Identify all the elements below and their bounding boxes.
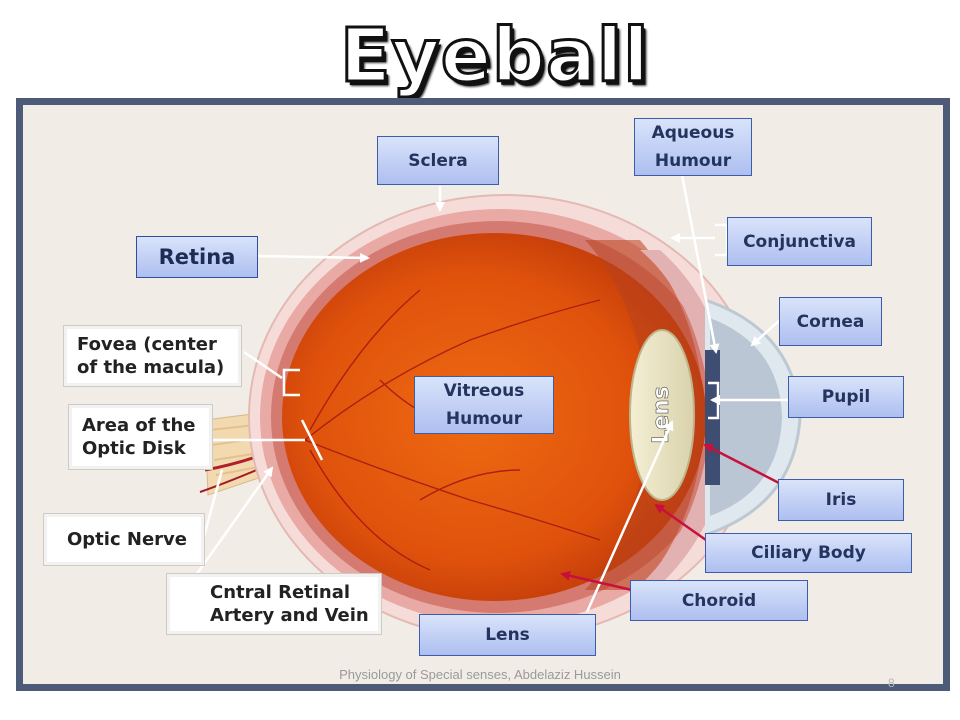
label-optic-disk: Area of the Optic Disk <box>68 404 213 470</box>
label-central-artery: Cntral Retinal Artery and Vein <box>166 573 382 635</box>
label-pupil: Pupil <box>788 376 904 418</box>
label-fovea: Fovea (center of the macula) <box>63 325 242 387</box>
label-choroid: Choroid <box>630 580 808 621</box>
label-aqueous-humour: Aqueous Humour <box>634 118 752 176</box>
footer-text: Physiology of Special senses, Abdelaziz … <box>339 667 621 682</box>
lens-shape <box>629 329 695 501</box>
label-optic-nerve: Optic Nerve <box>43 513 205 566</box>
label-lens: Lens <box>419 614 596 656</box>
page-number: 8 <box>888 676 895 690</box>
label-conjunctiva: Conjunctiva <box>727 217 872 266</box>
slide-title: Eyeball <box>339 12 651 101</box>
label-vitreous-humour: Vitreous Humour <box>414 376 554 434</box>
red-arrows <box>560 443 782 592</box>
fovea-bracket <box>250 368 324 461</box>
blood-vessels <box>304 289 601 571</box>
label-iris: Iris <box>778 479 904 521</box>
label-retina: Retina <box>136 236 258 278</box>
white-arrows <box>192 174 790 613</box>
label-cornea: Cornea <box>779 297 882 346</box>
label-ciliary-body: Ciliary Body <box>705 533 912 573</box>
lens-inner-label: Lens <box>649 386 674 444</box>
label-sclera: Sclera <box>377 136 499 185</box>
